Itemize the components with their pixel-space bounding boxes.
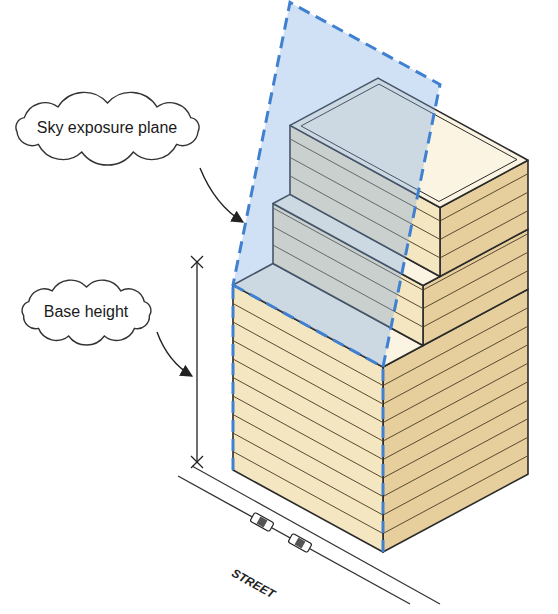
floor-line [233, 396, 383, 478]
plane-surface [233, 2, 440, 367]
dimension-tick [191, 456, 203, 468]
car-icon [288, 533, 312, 552]
floor-line [233, 378, 383, 460]
dimension-line [191, 256, 203, 468]
street-label: STREET [229, 566, 277, 601]
sky-exposure-plane [233, 2, 440, 552]
floor-line [383, 345, 528, 423]
leader-arrow [200, 168, 243, 222]
floor-line [383, 456, 528, 534]
callout-text: Base height [14, 303, 159, 321]
dimension-tick [191, 256, 203, 268]
callout-text: Sky exposure plane [7, 119, 208, 137]
callout-cloud: Sky exposure plane [7, 94, 208, 162]
floor-line [233, 433, 383, 515]
plane-boundary [232, 285, 235, 470]
floor-line [233, 359, 383, 441]
floor-line [383, 382, 528, 460]
leader-lines [157, 168, 243, 376]
floor-line [233, 452, 383, 534]
leader-arrow [157, 332, 192, 376]
dimension-tick [191, 456, 203, 468]
car-icon [250, 512, 274, 531]
dimension-line [196, 262, 197, 462]
floor-line [383, 437, 528, 515]
floor-line [440, 211, 528, 258]
floor-line [383, 419, 528, 497]
dimension-tick [191, 256, 203, 268]
floor-line [383, 363, 528, 441]
floor-line [423, 271, 528, 327]
floor-line [383, 400, 528, 478]
callout-cloud: Base height [14, 278, 159, 346]
floor-line [233, 415, 383, 497]
plane-boundary [382, 367, 385, 552]
